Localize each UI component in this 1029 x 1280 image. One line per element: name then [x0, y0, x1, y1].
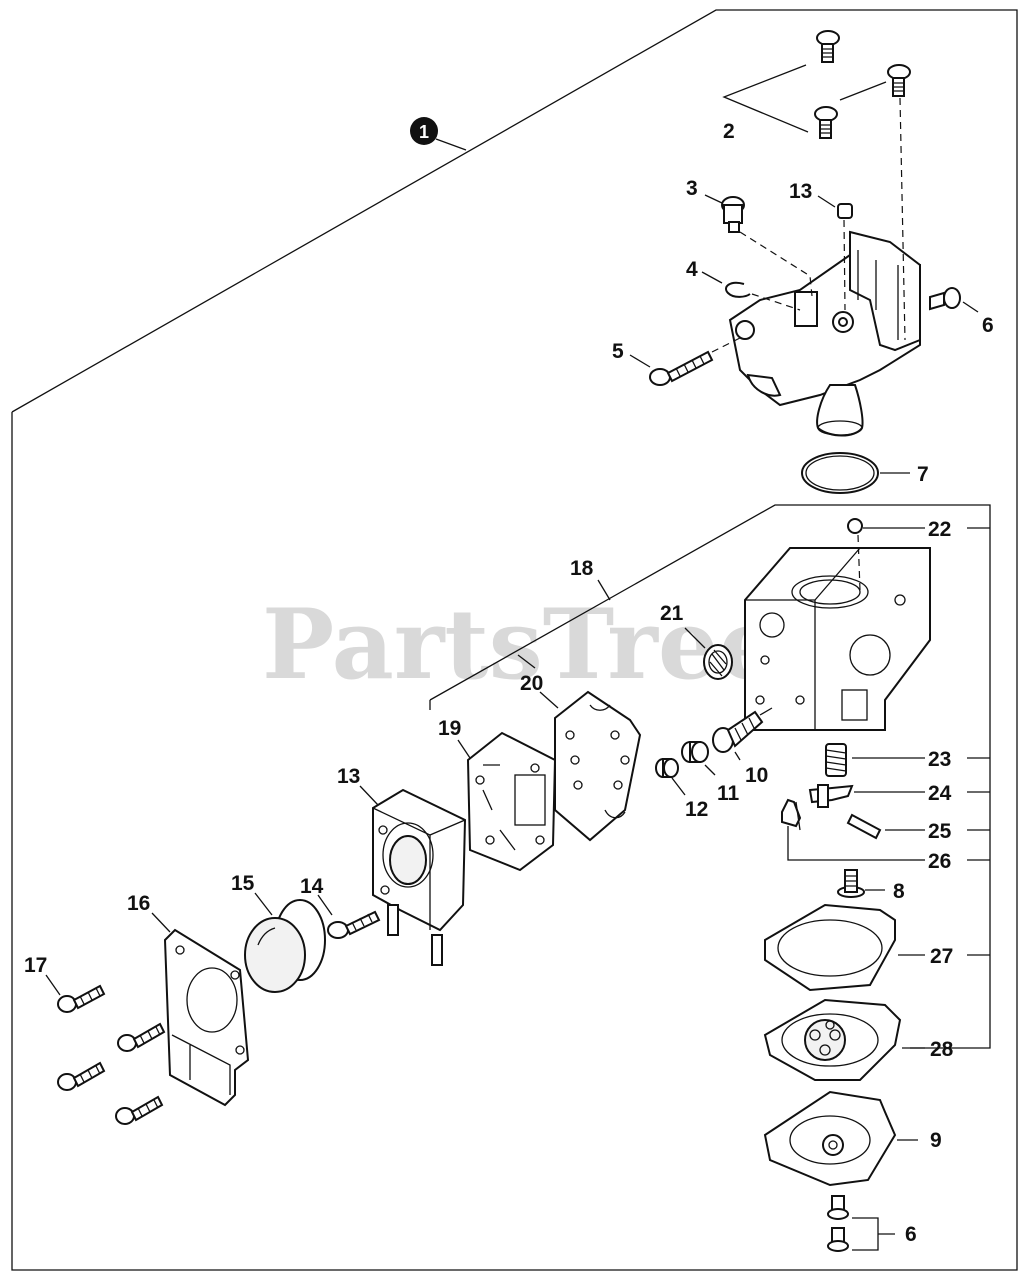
e-clip-part[interactable] — [725, 281, 751, 298]
callout-25: 25 — [928, 820, 952, 843]
lever-pin-part[interactable] — [846, 813, 882, 840]
metering-diaphragm-part[interactable] — [763, 998, 902, 1081]
callout-24: 24 — [928, 782, 952, 805]
callout-4: 4 — [686, 258, 698, 281]
bracket-screw-part[interactable] — [57, 984, 106, 1013]
pump-screw-part[interactable] — [327, 910, 381, 939]
callout-21: 21 — [660, 602, 684, 625]
watermark: PartsTree — [262, 588, 780, 701]
pump-body-part[interactable] — [372, 788, 467, 966]
callout-6: 6 — [982, 314, 994, 337]
primer-bracket-part[interactable] — [163, 928, 250, 1107]
bracket-screw-part[interactable] — [57, 1061, 106, 1091]
assembly-frame — [11, 9, 1018, 1271]
bracket-screw-part[interactable] — [117, 1022, 166, 1052]
long-screw-part[interactable] — [649, 350, 714, 386]
side-screw-part[interactable] — [929, 287, 961, 311]
throttle-shaft-part[interactable] — [721, 196, 745, 233]
o-ring-small-part[interactable] — [655, 758, 679, 778]
callout-19: 19 — [438, 717, 461, 740]
cover-screw-bottom-part[interactable] — [827, 1227, 849, 1252]
pump-diaphragm-part[interactable] — [466, 731, 557, 872]
diaphragm-gasket-part[interactable] — [764, 903, 896, 992]
carburetor-cover-part[interactable] — [728, 230, 921, 437]
callout-13: 13 — [789, 180, 812, 203]
callout-15: 15 — [231, 872, 255, 895]
o-ring-part[interactable] — [801, 452, 879, 494]
metering-lever-part[interactable] — [808, 784, 854, 808]
primer-bulb-part[interactable] — [244, 899, 326, 993]
callout-20: 20 — [520, 672, 543, 695]
filter-screen-part[interactable] — [703, 644, 733, 680]
callout-8: 8 — [893, 880, 905, 903]
callout-12: 12 — [685, 798, 708, 821]
cover-screw-part[interactable] — [814, 106, 838, 139]
spring-washer-part[interactable] — [681, 741, 709, 763]
pump-cover-part[interactable] — [763, 1090, 897, 1187]
callout-16: 16 — [127, 892, 150, 915]
cover-screw-part[interactable] — [887, 64, 911, 97]
adjusting-needle-part[interactable] — [712, 707, 773, 753]
cover-screw-bottom-part[interactable] — [827, 1195, 849, 1220]
plug-part[interactable] — [837, 203, 853, 219]
callout-2: 2 — [723, 120, 735, 143]
callout-11: 11 — [717, 782, 740, 805]
cover-screw-part[interactable] — [816, 30, 840, 63]
pump-gasket-part[interactable] — [554, 690, 642, 842]
callout-5: 5 — [612, 340, 624, 363]
bracket-screw-part[interactable] — [115, 1095, 164, 1125]
callout-17: 17 — [24, 954, 47, 977]
callout-14: 14 — [300, 875, 324, 898]
callout-18: 18 — [570, 557, 594, 580]
assembly-badge[interactable]: 1 — [410, 117, 438, 145]
callout-23: 23 — [928, 748, 951, 771]
svg-text:1: 1 — [419, 122, 429, 142]
inlet-needle-part[interactable] — [781, 798, 802, 831]
callout-13b: 13 — [337, 765, 360, 788]
callout-22: 22 — [928, 518, 951, 541]
callout-9: 9 — [930, 1129, 942, 1152]
diaphragm-screw-part[interactable] — [837, 869, 865, 898]
carburetor-body-part[interactable] — [744, 518, 931, 731]
callout-10: 10 — [745, 764, 768, 787]
callout-27: 27 — [930, 945, 953, 968]
metering-spring-part[interactable] — [825, 743, 847, 777]
callout-26: 26 — [928, 850, 951, 873]
callout-6b: 6 — [905, 1223, 917, 1246]
callout-3: 3 — [686, 177, 698, 200]
callout-7: 7 — [917, 463, 929, 486]
callout-28: 28 — [930, 1038, 954, 1061]
